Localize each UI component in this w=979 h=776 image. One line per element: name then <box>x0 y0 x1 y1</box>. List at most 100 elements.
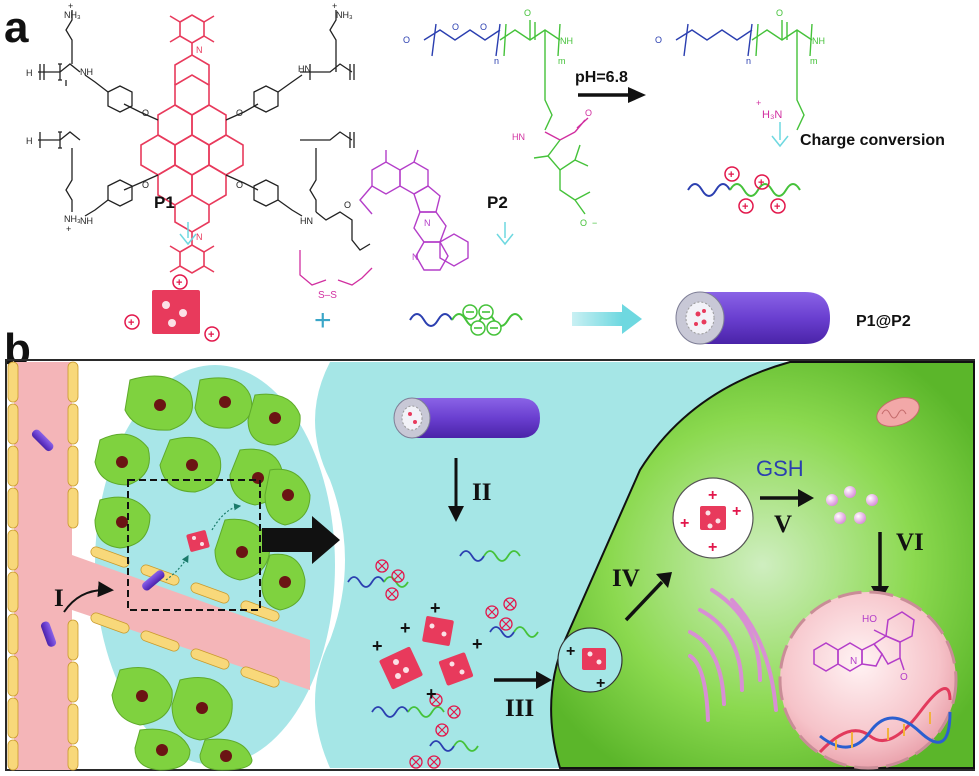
ph-arrow: pH=6.8 <box>575 69 646 103</box>
atom-plus-2: + <box>332 1 337 11</box>
p2c-o: O <box>776 8 783 18</box>
pit-plus-1: + <box>566 643 575 660</box>
endo-plus-1: + <box>708 487 717 504</box>
peg-sub-n: n <box>494 56 499 66</box>
step-i-label: I <box>54 585 64 612</box>
atom-s-s: S–S <box>318 290 337 301</box>
endo-plus-4: + <box>708 539 717 556</box>
released-components: + + + + + <box>347 550 539 769</box>
p2-minus: − <box>592 218 597 228</box>
nucleus-o: O <box>900 672 908 683</box>
released-drug-spheres <box>826 486 878 524</box>
release-plus-3: + <box>430 598 441 618</box>
release-plus-5: + <box>426 684 437 704</box>
atom-nh-1: NH <box>80 67 93 77</box>
assembly-row: + + + + P1@P2 <box>124 274 911 345</box>
peg-methoxy-2: O <box>655 35 662 45</box>
charge-plus-4: + <box>774 201 780 213</box>
release-plus-2: + <box>372 636 383 656</box>
assembly-arrow <box>572 312 622 326</box>
panel-a: a <box>4 1 945 345</box>
peg-methoxy: O <box>403 35 410 45</box>
panel-letter-a: a <box>4 3 29 52</box>
nucleus: HO O N <box>778 590 958 770</box>
step-iii-label: III <box>505 695 534 722</box>
p2-o: O <box>524 8 531 18</box>
gsh-label: GSH <box>756 456 804 481</box>
p1-label: P1 <box>154 193 175 212</box>
atom-o-3: O <box>142 180 149 190</box>
micelle-extracellular <box>393 397 540 439</box>
atom-n-drug-2: N <box>412 252 419 262</box>
dna-helix <box>818 687 952 754</box>
nucleus-n: N <box>850 656 857 667</box>
step-v-label: V <box>774 511 792 538</box>
p2c-plus: + <box>756 98 761 108</box>
mitochondrion <box>876 397 920 427</box>
camptothecin-drug <box>359 149 469 271</box>
atom-o-4: O <box>236 180 243 190</box>
tumor-cells <box>94 375 311 771</box>
atom-o-2: O <box>236 108 243 118</box>
p2-sub-m: m <box>558 56 566 66</box>
peg-o-2: O <box>480 22 487 32</box>
atom-o-1: O <box>142 108 149 118</box>
atom-n-top: N <box>196 45 203 55</box>
charge-conversion-label: Charge conversion <box>800 132 945 149</box>
charge-plus-3: + <box>742 201 748 213</box>
golgi-apparatus <box>688 588 778 722</box>
p2-label: P2 <box>487 193 508 212</box>
nucleus-ho: HO <box>862 614 877 625</box>
zoom-arrow <box>262 516 340 564</box>
atom-nh3-3: NH₃ <box>64 214 81 224</box>
endo-plus-3: + <box>732 503 741 520</box>
p2-o-amide: O <box>585 108 592 118</box>
atom-nh3-1: NH₃ <box>64 10 81 20</box>
perylene-core <box>140 14 244 274</box>
release-plus-1: + <box>400 618 411 638</box>
atom-n-bottom: N <box>196 232 203 242</box>
step-iv-label: IV <box>612 565 640 592</box>
combine-plus: + <box>314 304 332 337</box>
p1p2-micelle <box>700 292 830 344</box>
p2-hn-linkage: HN <box>512 132 525 142</box>
atom-h-1: H <box>26 68 33 78</box>
p2c-h3n: H₃N <box>762 109 782 121</box>
p1-charge-3: + <box>208 329 214 341</box>
release-plus-4: + <box>472 634 483 654</box>
atom-h-2: H <box>26 136 33 146</box>
blood-vessel <box>7 361 310 771</box>
p1-nanosquare <box>152 290 200 334</box>
p2-nh: NH <box>560 36 573 46</box>
peg-sub-n-2: n <box>746 56 751 66</box>
atom-hn-4: HN <box>300 216 313 226</box>
endo-plus-2: + <box>680 515 689 532</box>
p1-structure: N N O O O O NH HN NH HN <box>26 1 469 301</box>
charge-plus-1: + <box>728 169 734 181</box>
camptothecin-nucleus <box>813 611 915 672</box>
atom-plus-3: + <box>66 224 71 234</box>
atom-o-linker: O <box>344 200 351 210</box>
step-vi-label: VI <box>896 529 924 556</box>
converted-chain: + + + + <box>687 166 801 214</box>
pit-plus-2: + <box>596 675 605 692</box>
p2-converted: O n O NH m + H₃N <box>655 8 825 131</box>
p1-charge-1: + <box>176 277 182 289</box>
charge-plus-2: + <box>758 177 764 189</box>
p2c-sub-m: m <box>810 56 818 66</box>
peg-o-1: O <box>452 22 459 32</box>
atom-nh3-2: NH₃ <box>336 10 353 20</box>
p2-o-carbox: O <box>580 218 587 228</box>
complex-label: P1@P2 <box>856 313 911 330</box>
zoom-box <box>127 479 261 611</box>
atom-nh-3: NH <box>80 216 93 226</box>
step-ii-label: II <box>472 479 491 506</box>
atom-hn-2: HN <box>298 64 311 74</box>
atom-n-drug: N <box>424 218 431 228</box>
p2c-nh: NH <box>812 36 825 46</box>
p1-charge-2: + <box>128 317 134 329</box>
cyan-down-arrows <box>179 122 789 246</box>
p2-structure: O O O n O NH m HN O O − P2 <box>403 8 597 228</box>
